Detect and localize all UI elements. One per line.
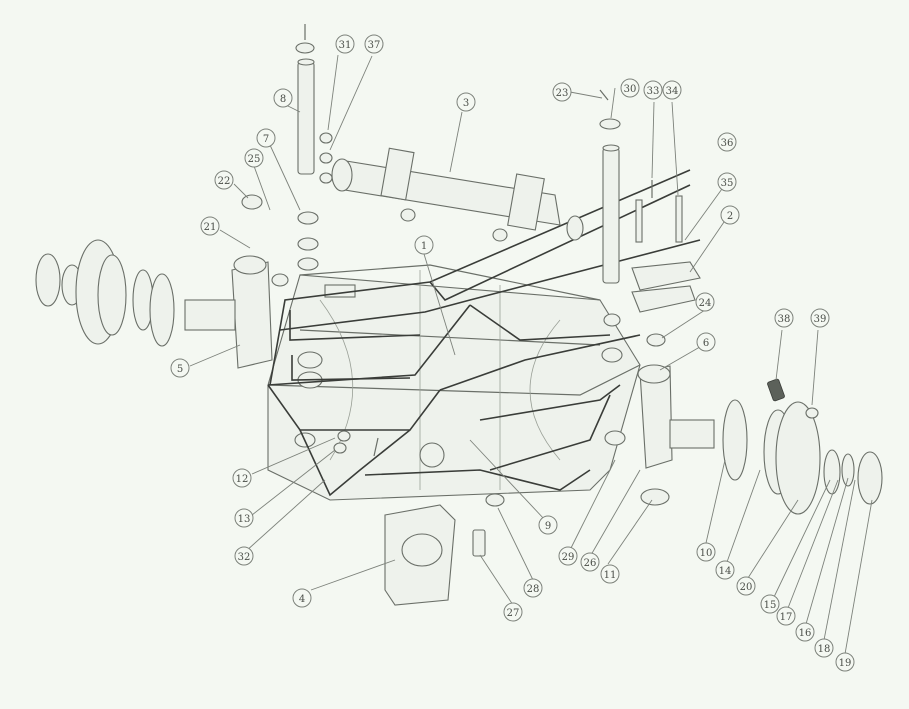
callout-5: 5 <box>170 358 190 378</box>
callout-28: 28 <box>523 578 543 598</box>
svg-text:7: 7 <box>263 134 269 145</box>
callout-25: 25 <box>244 148 264 168</box>
callout-23: 23 <box>552 82 572 102</box>
callout-27: 27 <box>503 602 523 622</box>
callout-36: 36 <box>717 132 737 152</box>
callout-17: 17 <box>776 606 796 626</box>
kingpin-left <box>295 24 333 271</box>
svg-text:23: 23 <box>556 88 569 99</box>
callout-37: 37 <box>364 34 384 54</box>
svg-text:6: 6 <box>703 338 709 349</box>
callout-1: 1 <box>414 235 434 255</box>
callout-32: 32 <box>234 546 254 566</box>
callout-8: 8 <box>273 88 293 108</box>
pivot-block <box>384 504 456 606</box>
svg-text:25: 25 <box>248 154 261 165</box>
svg-text:26: 26 <box>584 558 597 569</box>
svg-text:27: 27 <box>507 608 520 619</box>
callout-7: 7 <box>256 128 276 148</box>
svg-text:29: 29 <box>562 552 575 563</box>
svg-text:9: 9 <box>545 521 551 532</box>
callout-6: 6 <box>696 332 716 352</box>
svg-text:2: 2 <box>727 211 733 222</box>
svg-text:13: 13 <box>238 514 251 525</box>
svg-text:8: 8 <box>280 94 286 105</box>
svg-text:21: 21 <box>204 222 217 233</box>
left-wheel-hub <box>35 239 175 347</box>
callout-24: 24 <box>695 292 715 312</box>
svg-text:39: 39 <box>814 314 827 325</box>
svg-text:5: 5 <box>177 364 183 375</box>
svg-text:17: 17 <box>780 612 793 623</box>
svg-text:12: 12 <box>236 474 249 485</box>
callout-38: 38 <box>774 308 794 328</box>
svg-text:30: 30 <box>624 84 637 95</box>
svg-text:24: 24 <box>699 298 712 309</box>
callout-11: 11 <box>600 564 620 584</box>
svg-text:3: 3 <box>463 98 469 109</box>
callout-21: 21 <box>200 216 220 236</box>
callout-14: 14 <box>715 560 735 580</box>
callout-2: 2 <box>720 205 740 225</box>
svg-text:20: 20 <box>740 582 753 593</box>
callout-3: 3 <box>456 92 476 112</box>
callout-16: 16 <box>795 622 815 642</box>
callout-20: 20 <box>736 576 756 596</box>
callout-19: 19 <box>835 652 855 672</box>
svg-text:14: 14 <box>719 566 732 577</box>
svg-text:1: 1 <box>421 241 427 252</box>
callout-33: 33 <box>643 80 663 100</box>
callout-10: 10 <box>696 542 716 562</box>
svg-text:31: 31 <box>339 40 352 51</box>
callout-13: 13 <box>234 508 254 528</box>
left-knuckle <box>184 194 289 369</box>
svg-text:18: 18 <box>818 644 831 655</box>
leader-lines <box>189 54 873 655</box>
svg-text:10: 10 <box>700 548 713 559</box>
svg-text:16: 16 <box>799 628 812 639</box>
svg-text:19: 19 <box>839 658 852 669</box>
svg-text:33: 33 <box>647 86 660 97</box>
kingpin-right <box>599 118 701 347</box>
svg-text:28: 28 <box>527 584 540 595</box>
svg-text:4: 4 <box>299 594 305 605</box>
svg-text:32: 32 <box>238 552 251 563</box>
callout-18: 18 <box>814 638 834 658</box>
right-knuckle <box>637 364 715 469</box>
svg-text:37: 37 <box>368 40 381 51</box>
svg-text:22: 22 <box>218 176 231 187</box>
callout-31: 31 <box>335 34 355 54</box>
section-outline <box>267 169 701 497</box>
callout-26: 26 <box>580 552 600 572</box>
callout-30: 30 <box>620 78 640 98</box>
callout-9: 9 <box>538 515 558 535</box>
callout-39: 39 <box>810 308 830 328</box>
callout-22: 22 <box>214 170 234 190</box>
svg-text:11: 11 <box>604 570 617 581</box>
callout-12: 12 <box>232 468 252 488</box>
svg-text:34: 34 <box>666 86 679 97</box>
right-wheel-hub <box>722 378 883 515</box>
small-parts <box>333 89 670 557</box>
callout-29: 29 <box>558 546 578 566</box>
axle-housing <box>267 264 641 501</box>
svg-text:38: 38 <box>778 314 791 325</box>
svg-text:36: 36 <box>721 138 734 149</box>
callout-4: 4 <box>292 588 312 608</box>
svg-text:15: 15 <box>764 600 777 611</box>
callout-34: 34 <box>662 80 682 100</box>
callout-15: 15 <box>760 594 780 614</box>
steering-cylinder <box>331 147 584 242</box>
svg-text:35: 35 <box>721 178 734 189</box>
callout-35: 35 <box>717 172 737 192</box>
